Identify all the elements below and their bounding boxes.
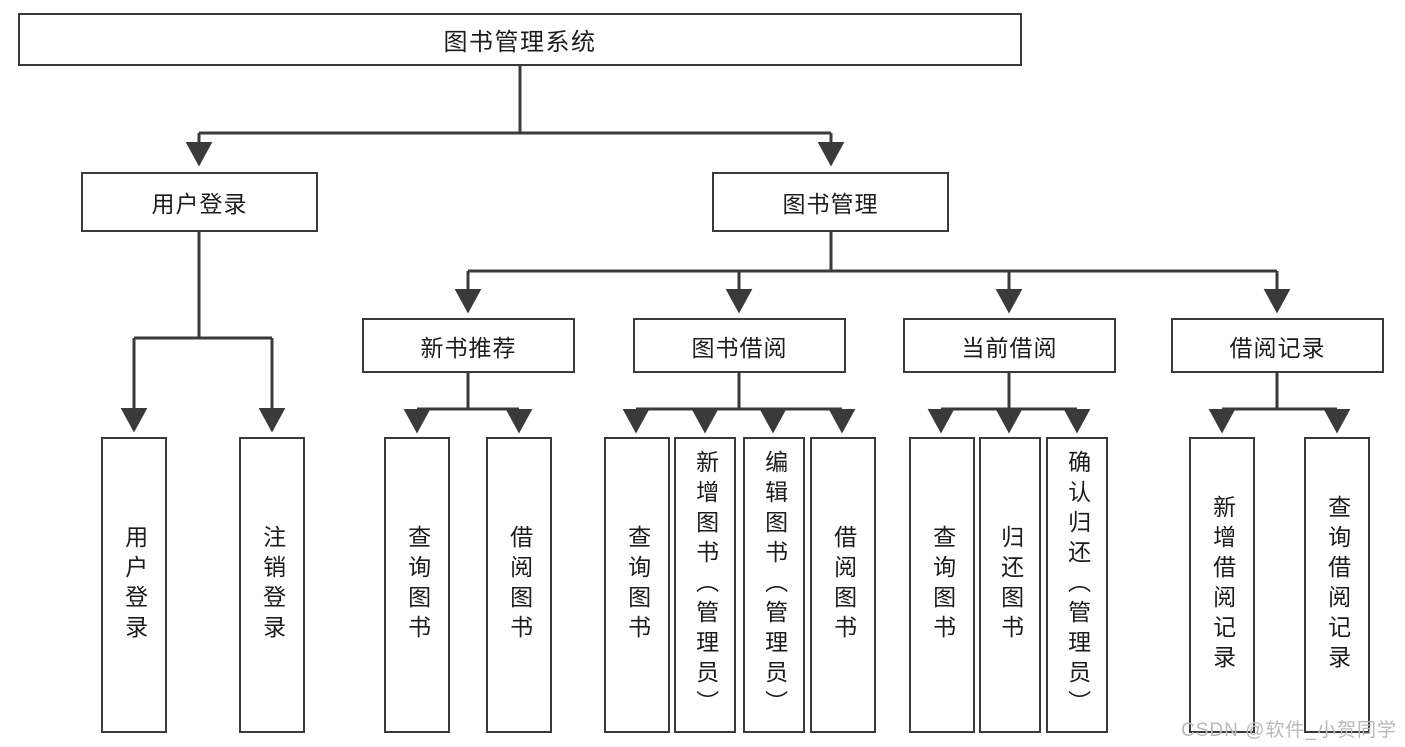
- node-label: 借阅图书: [506, 525, 533, 645]
- node-label: 新书推荐: [420, 334, 517, 361]
- node-label: 查询图书: [929, 525, 956, 645]
- node-label: 查询图书: [624, 525, 651, 645]
- node-label: 当前借阅: [961, 334, 1058, 361]
- node-current-borrow[interactable]: 当前借阅: [903, 318, 1116, 373]
- node-label: 图书管理: [782, 191, 879, 217]
- node-root-book-management-system[interactable]: 图书管理系统: [18, 13, 1022, 66]
- node-label: 用户登录: [151, 191, 248, 217]
- node-label: 查询图书: [404, 525, 431, 645]
- node-leaf-add-book[interactable]: 新增图书（管理员）: [674, 437, 736, 733]
- node-leaf-user-login[interactable]: 用户登录: [101, 437, 167, 733]
- node-leaf-return-book[interactable]: 归还图书: [979, 437, 1041, 733]
- node-label: 借阅图书: [830, 525, 857, 645]
- node-leaf-borrow-book[interactable]: 借阅图书: [810, 437, 876, 733]
- node-label: 图书借阅: [691, 334, 788, 361]
- node-leaf-add-borrow-record[interactable]: 新增借阅记录: [1189, 437, 1255, 733]
- node-leaf-query-book-recommend[interactable]: 查询图书: [384, 437, 450, 733]
- node-book-borrow[interactable]: 图书借阅: [633, 318, 846, 373]
- node-leaf-query-borrow-record[interactable]: 查询借阅记录: [1304, 437, 1370, 733]
- node-leaf-query-book-borrow[interactable]: 查询图书: [604, 437, 670, 733]
- node-book-manage[interactable]: 图书管理: [712, 172, 949, 232]
- node-label: 用户登录: [121, 525, 148, 645]
- node-label: 新增图书（管理员）: [692, 450, 719, 720]
- node-leaf-borrow-book-recommend[interactable]: 借阅图书: [486, 437, 552, 733]
- node-leaf-edit-book[interactable]: 编辑图书（管理员）: [743, 437, 805, 733]
- node-label: 新增借阅记录: [1209, 495, 1236, 675]
- node-label: 注销登录: [259, 525, 286, 645]
- node-label: 编辑图书（管理员）: [761, 450, 788, 720]
- node-borrow-record[interactable]: 借阅记录: [1171, 318, 1384, 373]
- node-leaf-query-book-current[interactable]: 查询图书: [909, 437, 975, 733]
- node-label: 借阅记录: [1229, 334, 1326, 361]
- node-label: 确认归还（管理员）: [1064, 450, 1091, 720]
- node-label: 归还图书: [997, 525, 1024, 645]
- node-leaf-confirm-return[interactable]: 确认归还（管理员）: [1046, 437, 1108, 733]
- watermark-text: CSDN @软件_小贺同学: [1181, 720, 1397, 741]
- node-label: 查询借阅记录: [1324, 495, 1351, 675]
- node-new-book-recommend[interactable]: 新书推荐: [362, 318, 575, 373]
- node-leaf-user-logout[interactable]: 注销登录: [239, 437, 305, 733]
- node-user-login[interactable]: 用户登录: [81, 172, 318, 232]
- node-label: 图书管理系统: [443, 29, 597, 56]
